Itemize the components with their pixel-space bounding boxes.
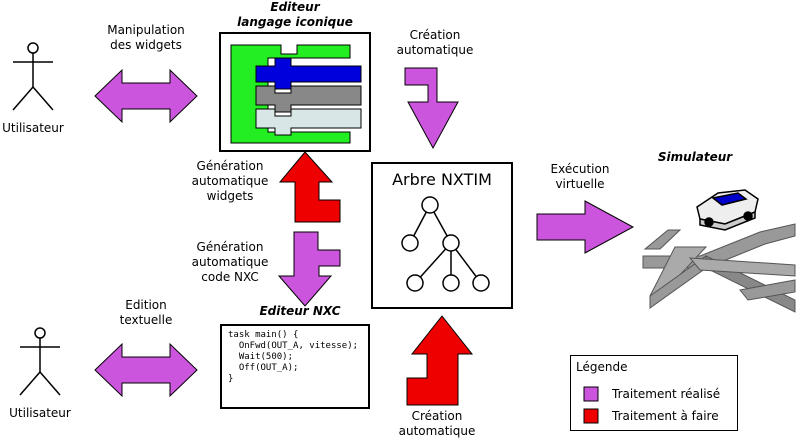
simulator-road: [642, 223, 796, 313]
arrow-creation-bottom: [406, 315, 474, 406]
tree-title: Arbre NXTIM: [392, 170, 492, 189]
label-utilisateur-bottom: Utilisateur: [9, 406, 71, 420]
title-editeur-nxc: Editeur NXC: [259, 304, 341, 318]
title-editeur-iconique: Editeur langage iconique: [220, 0, 370, 30]
label-execution-line1: Exécution: [550, 162, 610, 176]
label-manipulation: Manipulation des widgets: [96, 23, 196, 53]
title-simulateur: Simulateur: [657, 150, 733, 164]
code-line: }: [228, 374, 234, 384]
label-creation-bottom-line1: Création: [411, 409, 463, 423]
iconic-widgets: [230, 44, 362, 144]
label-edition: Edition textuelle: [96, 298, 196, 328]
code-line: task main() {: [228, 330, 299, 340]
label-execution-line2: virtuelle: [555, 177, 605, 191]
car-icon: [696, 189, 759, 231]
label-creation-top-line2: automatique: [396, 43, 474, 57]
label-gen-nxc: Génération automatique code NXC: [180, 240, 280, 285]
legend-box: [570, 355, 738, 431]
code-line: OnFwd(OUT_A, vitesse);: [228, 341, 359, 351]
legend-title: Légende: [576, 360, 628, 374]
double-arrow-manipulation: [94, 68, 198, 124]
legend-swatch-afaire: [583, 408, 599, 424]
code-line: Wait(500);: [228, 352, 294, 362]
label-creation-top-line1: Création: [409, 28, 461, 42]
label-manipulation-line2: des widgets: [110, 38, 182, 52]
label-gen-widgets-line3: widgets: [206, 189, 254, 203]
label-creation-bottom: Création automatique: [382, 409, 492, 439]
label-utilisateur-top: Utilisateur: [2, 121, 64, 135]
arrow-gen-widgets: [278, 151, 341, 223]
legend-swatch-realise: [583, 386, 599, 402]
label-creation-top: Création automatique: [380, 28, 490, 58]
legend-item-afaire: Traitement à faire: [612, 409, 719, 423]
label-creation-bottom-line2: automatique: [398, 424, 476, 438]
label-gen-widgets-line1: Génération: [196, 159, 264, 173]
tree-graph: [401, 196, 490, 292]
title-editeur-iconique-line2: langage iconique: [237, 15, 353, 29]
label-gen-widgets: Génération automatique widgets: [180, 159, 280, 204]
label-gen-nxc-line1: Génération: [196, 240, 264, 254]
user-figure-top: [12, 42, 54, 111]
label-edition-line1: Edition: [125, 298, 167, 312]
arrow-gen-nxc: [277, 231, 341, 307]
code-line: Off(OUT_A);: [228, 363, 299, 373]
label-manipulation-line1: Manipulation: [107, 23, 185, 37]
arrow-creation-top: [404, 67, 459, 150]
nxc-code-box: task main() { OnFwd(OUT_A, vitesse); Wai…: [220, 324, 370, 409]
label-gen-nxc-line3: code NXC: [201, 270, 259, 284]
arrow-execution: [536, 200, 635, 254]
label-gen-widgets-line2: automatique: [191, 174, 269, 188]
double-arrow-edition: [94, 342, 198, 398]
title-editeur-iconique-line1: Editeur: [270, 0, 320, 14]
label-execution: Exécution virtuelle: [530, 162, 630, 192]
legend-item-realise: Traitement réalisé: [612, 387, 721, 401]
user-figure-bottom: [19, 327, 61, 396]
label-gen-nxc-line2: automatique: [191, 255, 269, 269]
label-edition-line2: textuelle: [119, 313, 173, 327]
